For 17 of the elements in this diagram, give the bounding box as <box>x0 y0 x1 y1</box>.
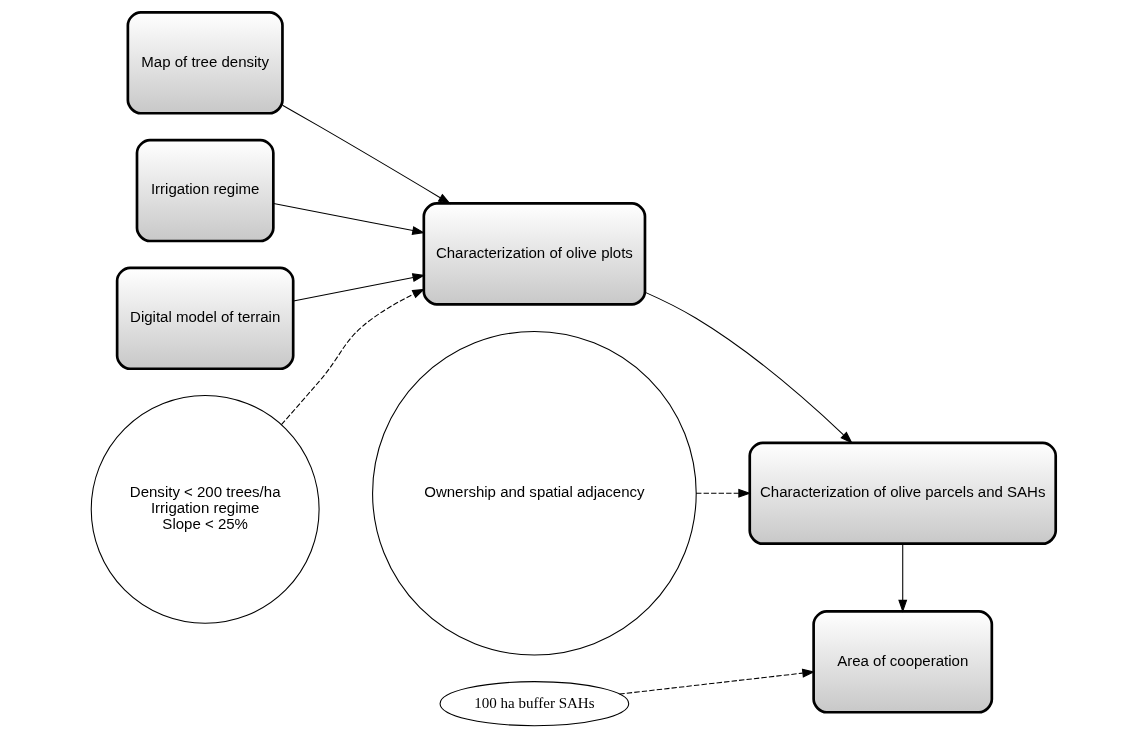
arrow <box>898 543 908 613</box>
node-box: Irrigation regime <box>135 138 275 243</box>
node-box: Map of tree density <box>126 11 284 115</box>
arrow <box>695 488 752 498</box>
node-box: Characterization of olive parcels and SAHs <box>748 441 1058 546</box>
node-box: Characterization of olive plots <box>422 202 647 306</box>
node-box: Area of cooperation <box>812 610 994 714</box>
node-box: Digital model of terrain <box>115 266 295 371</box>
node-ellipse: 100 ha buffer SAHs <box>439 681 630 727</box>
node-circle: Ownership and spatial adjacency <box>372 330 697 656</box>
arrow <box>280 288 426 426</box>
arrow <box>618 668 816 695</box>
arrow <box>273 203 426 235</box>
arrow <box>282 104 452 205</box>
arrow <box>644 291 853 444</box>
node-circle: Density < 200 trees/ha Irrigation regime Slope < 25% <box>90 394 320 624</box>
arrow <box>292 273 426 302</box>
